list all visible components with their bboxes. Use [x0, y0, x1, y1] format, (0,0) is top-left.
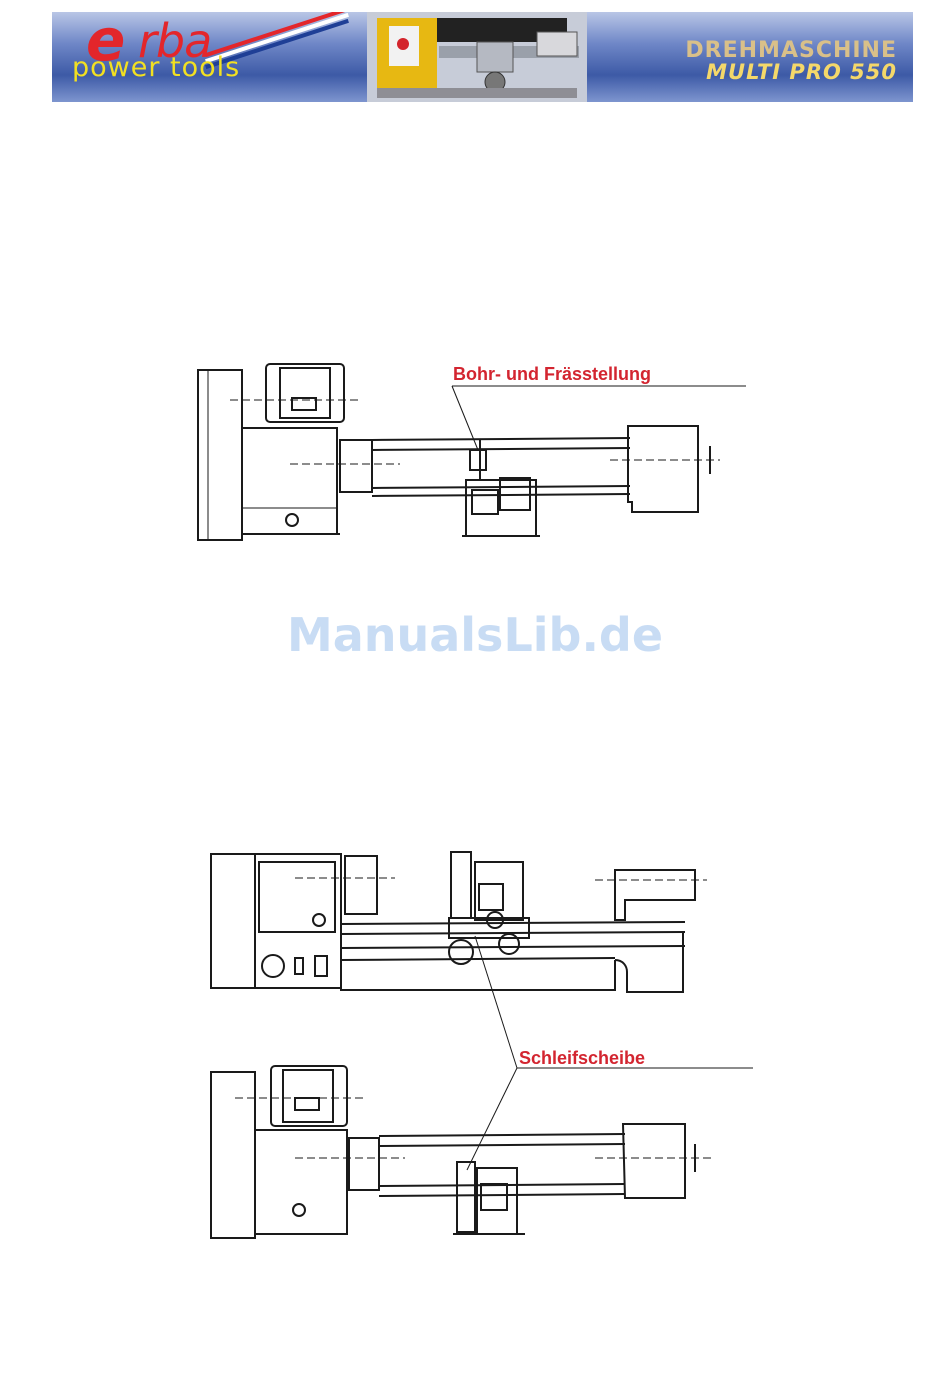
label-schleifscheibe: Schleifscheibe: [519, 1048, 645, 1068]
lathe-photo: [367, 12, 587, 102]
label-bohr-und-fraesstellung: Bohr- und Frässtellung: [453, 364, 651, 384]
watermark: ManualsLib.de: [0, 608, 950, 662]
lathe-diagram-milling: Bohr- und Frässtellung: [180, 340, 780, 560]
brand-logo-subtitle: power tools: [72, 52, 240, 83]
lathe-diagram-grinding: Schleifscheibe: [195, 840, 765, 1250]
header-banner: e rba power tools DREHMASCHINE MULTI PRO…: [52, 12, 913, 102]
banner-model: MULTI PRO 550: [706, 60, 897, 84]
